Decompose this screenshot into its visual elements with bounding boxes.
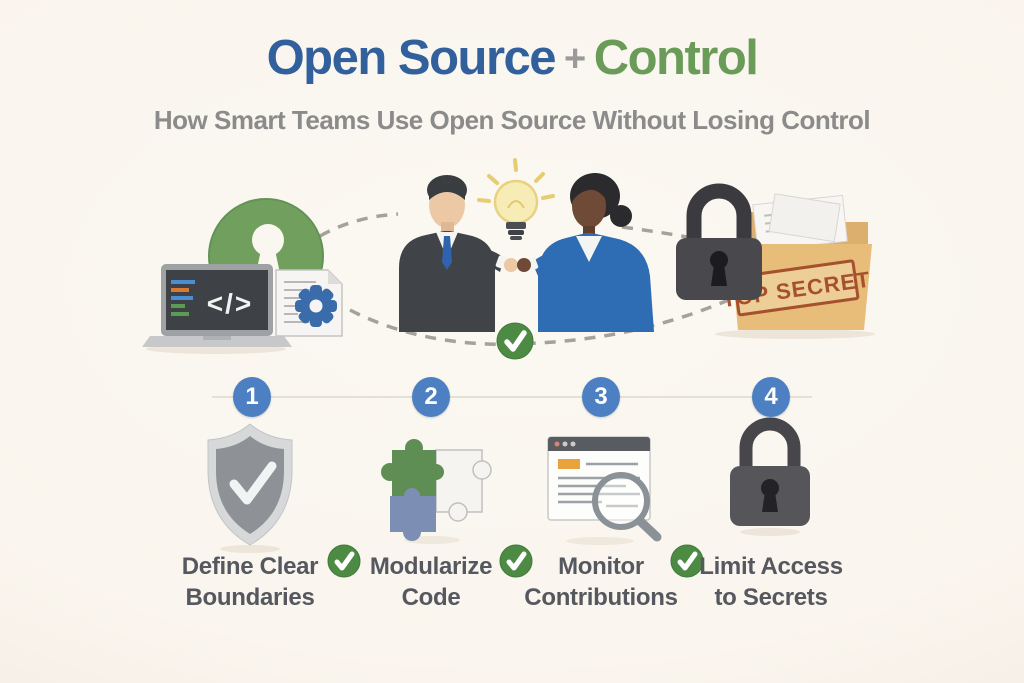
- code-lines-icon: [171, 280, 195, 316]
- gear-document-icon: [275, 269, 343, 337]
- top-secret-folder-icon: TOP SECRET: [715, 193, 875, 339]
- label-check-icon: [499, 544, 533, 578]
- hero-check-icon: [496, 322, 534, 360]
- title-plus-sign: +: [564, 38, 586, 80]
- label-check-icon: [327, 544, 361, 578]
- page-subtitle: How Smart Teams Use Open Source Without …: [153, 105, 871, 135]
- title-open-source: Open Source: [266, 31, 557, 85]
- businessman-figure: [399, 175, 518, 332]
- padlock-hero-icon: [676, 183, 762, 300]
- padlock-step-icon: [730, 417, 810, 536]
- shield-check-icon: [207, 423, 293, 553]
- step-label: Limit Access to Secrets: [676, 551, 866, 613]
- step-number-badge: 1: [233, 377, 271, 417]
- step-label: Modularize Code: [336, 551, 526, 613]
- gear-icon: [295, 285, 337, 327]
- title-control: Control: [593, 31, 759, 85]
- step-label: Monitor Contributions: [506, 551, 696, 613]
- step-label-line1: Modularize: [369, 553, 493, 580]
- businesswoman-figure: [517, 173, 654, 332]
- page-title: Open Source+Control: [0, 30, 1024, 86]
- step-label-line2: to Secrets: [714, 584, 828, 611]
- step-label: Define Clear Boundaries: [155, 551, 345, 613]
- step-label-line1: Monitor: [558, 553, 644, 580]
- monitor-magnifier-icon: [547, 436, 662, 545]
- puzzle-icon: [381, 439, 492, 544]
- step-label-line1: Define Clear: [181, 553, 319, 580]
- code-glyph: </>: [207, 288, 253, 319]
- step-label-line1: Limit Access: [699, 553, 843, 580]
- lightbulb-icon: [477, 158, 555, 240]
- step-number-badge: 3: [582, 377, 620, 417]
- dashed-connector-left-icon: [319, 212, 399, 238]
- step-label-line2: Code: [401, 584, 461, 611]
- laptop-code-icon: </>: [142, 264, 292, 354]
- magnifier-icon: [592, 472, 662, 542]
- step-number-badge: 4: [752, 377, 790, 417]
- step-label-line2: Boundaries: [185, 584, 315, 611]
- step-label-line2: Contributions: [524, 584, 678, 611]
- step-number-badge: 2: [412, 377, 450, 417]
- label-check-icon: [670, 544, 704, 578]
- dashed-connector-right-icon: [621, 225, 688, 239]
